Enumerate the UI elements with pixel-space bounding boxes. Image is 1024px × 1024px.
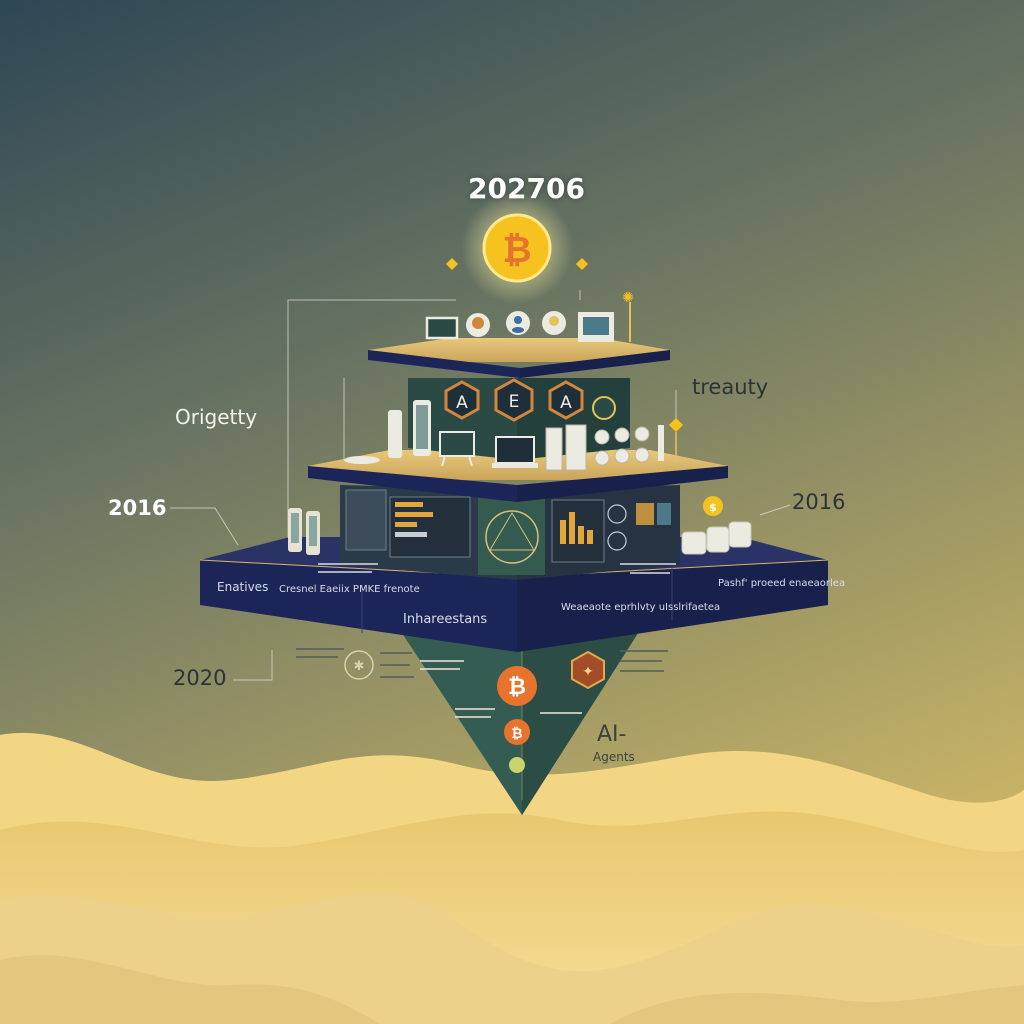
monitor-icon	[425, 316, 459, 340]
svg-text:E: E	[509, 392, 520, 412]
svg-text:✺: ✺	[622, 290, 634, 306]
bitcoin-coin-icon: ₿	[482, 213, 552, 283]
dunes	[0, 732, 1024, 1024]
hexagon-a-icon: A	[444, 380, 480, 420]
tablet-icon	[344, 400, 431, 464]
dot-icon	[509, 757, 525, 773]
band-label-far-right: Pashf' proeed enaeaorlea	[718, 578, 846, 589]
svg-text:$: $	[709, 501, 717, 514]
network-circle-icon: ✱	[344, 650, 374, 680]
label-agents: Agents	[593, 750, 635, 764]
diamond-icon	[576, 258, 588, 270]
diamond-icon	[446, 258, 458, 270]
coin-stack-icon: $	[681, 496, 752, 555]
svg-text:A: A	[560, 393, 572, 413]
label-ai: AI-	[597, 722, 627, 747]
band-label-center: Inhareestans	[403, 612, 488, 627]
svg-text:A: A	[456, 393, 468, 413]
laptop-icon	[492, 436, 538, 468]
band-label-left: Enatives	[217, 580, 269, 594]
bitcoin-coin-small-icon: ₿	[504, 719, 530, 745]
year-2020: 2020	[173, 666, 227, 690]
band-sub-right: Weaeaote eprhlvty uIsslrifaetea	[561, 602, 721, 613]
hexagon-a2-icon: A	[548, 380, 584, 420]
band-sub-left: Cresnel Eaeiix PMKE frenote	[279, 584, 420, 595]
screens-block	[340, 485, 680, 580]
diamond-marker-icon	[669, 418, 683, 462]
svg-text:✱: ✱	[354, 659, 365, 674]
svg-text:₿: ₿	[508, 675, 526, 700]
platform-top	[368, 338, 670, 378]
screen-icon	[578, 312, 614, 342]
bitcoin-coin-icon: ₿	[497, 666, 537, 706]
label-treasury: treauty	[692, 375, 769, 399]
user-icon	[506, 311, 530, 335]
year-2016-left: 2016	[108, 496, 167, 520]
hexagon-e-icon: E	[494, 378, 534, 422]
easel-icon	[439, 431, 475, 467]
svg-text:₿: ₿	[502, 230, 531, 271]
avatar-icon	[466, 313, 490, 337]
document-stack-icon	[545, 424, 587, 471]
small-annotations	[296, 563, 676, 718]
year-title-top: 202706	[468, 172, 585, 205]
svg-text:✦: ✦	[582, 664, 594, 680]
label-originy: Origetty	[175, 405, 258, 429]
svg-text:₿: ₿	[511, 726, 522, 742]
hexagon-badge-icon: ✦	[571, 650, 605, 690]
sparkle-tree-icon: ✺	[622, 290, 634, 342]
badge-icon	[592, 396, 616, 420]
coin-grid-icon	[594, 425, 664, 466]
year-2016-right: 2016	[792, 490, 846, 514]
phone-icon	[288, 508, 320, 555]
idea-icon	[542, 311, 566, 335]
